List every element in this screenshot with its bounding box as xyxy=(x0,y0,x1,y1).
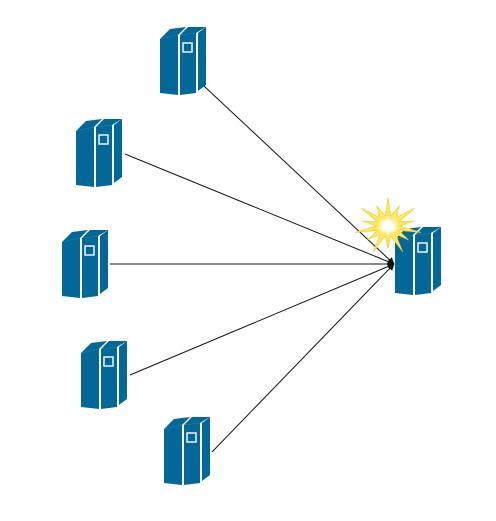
server-tower-icon xyxy=(160,27,206,95)
server-tower-icon xyxy=(81,341,127,409)
burst-icon xyxy=(354,197,422,253)
edge-5 xyxy=(211,263,395,453)
edge-1 xyxy=(203,85,395,265)
source-server-3[interactable] xyxy=(62,230,108,298)
source-server-2[interactable] xyxy=(76,119,122,187)
edge-2 xyxy=(124,153,395,265)
source-server-1[interactable] xyxy=(160,27,206,95)
node-layer xyxy=(62,27,441,485)
edge-4 xyxy=(129,263,395,376)
source-server-5[interactable] xyxy=(164,417,210,485)
server-tower-icon xyxy=(164,417,210,485)
server-tower-icon xyxy=(62,230,108,298)
edge-layer xyxy=(110,85,395,453)
server-tower-icon xyxy=(76,119,122,187)
source-server-4[interactable] xyxy=(81,341,127,409)
